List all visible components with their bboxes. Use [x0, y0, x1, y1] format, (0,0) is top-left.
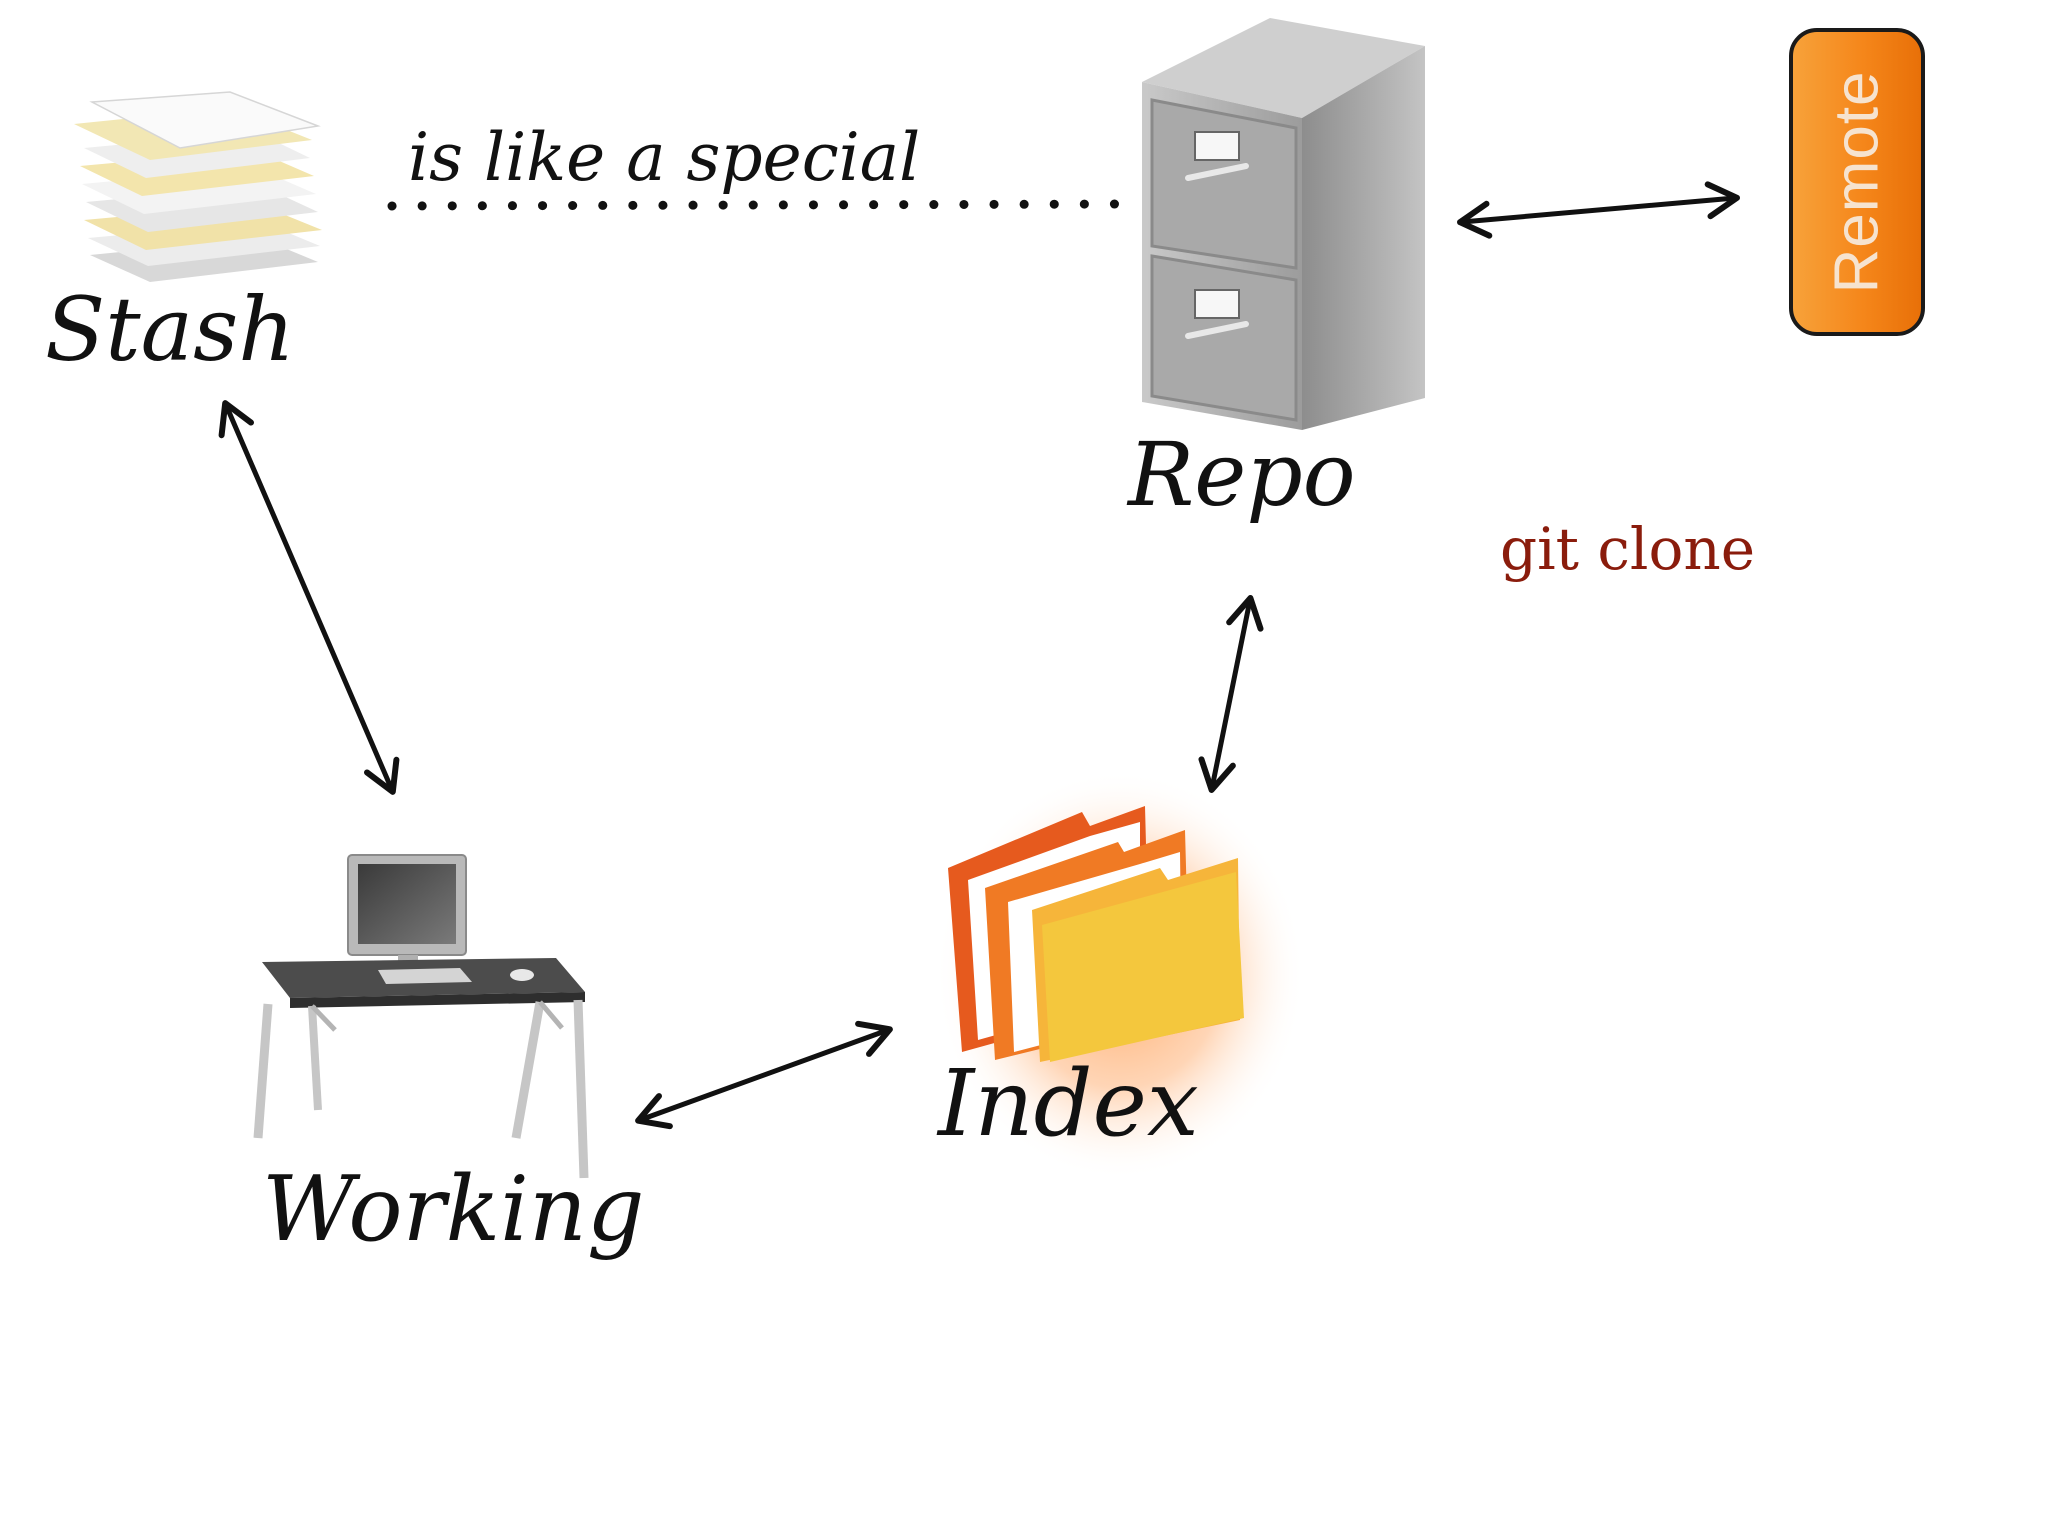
- arrow-repo-remote: [1457, 181, 1740, 239]
- remote-label: Remote: [1822, 70, 1892, 294]
- working-label: Working: [262, 1157, 645, 1262]
- arrow-repo-index: [1198, 595, 1264, 793]
- folders-icon: [948, 806, 1244, 1062]
- filing-cabinet-icon: [1142, 18, 1425, 430]
- computer-desk-icon: [253, 854, 589, 1179]
- relation-label: is like a special: [408, 119, 920, 196]
- arrow-working-index: [635, 1020, 893, 1130]
- remote-box: Remote: [1789, 28, 1925, 336]
- paper-stack-icon: [74, 91, 322, 282]
- repo-label: Repo: [1126, 423, 1356, 526]
- stash-label: Stash: [45, 278, 295, 381]
- arrow-stash-working: [218, 400, 400, 795]
- dotted-connector: [387, 199, 1130, 211]
- index-label: Index: [936, 1050, 1199, 1157]
- git-clone-command: git clone: [1500, 515, 1756, 583]
